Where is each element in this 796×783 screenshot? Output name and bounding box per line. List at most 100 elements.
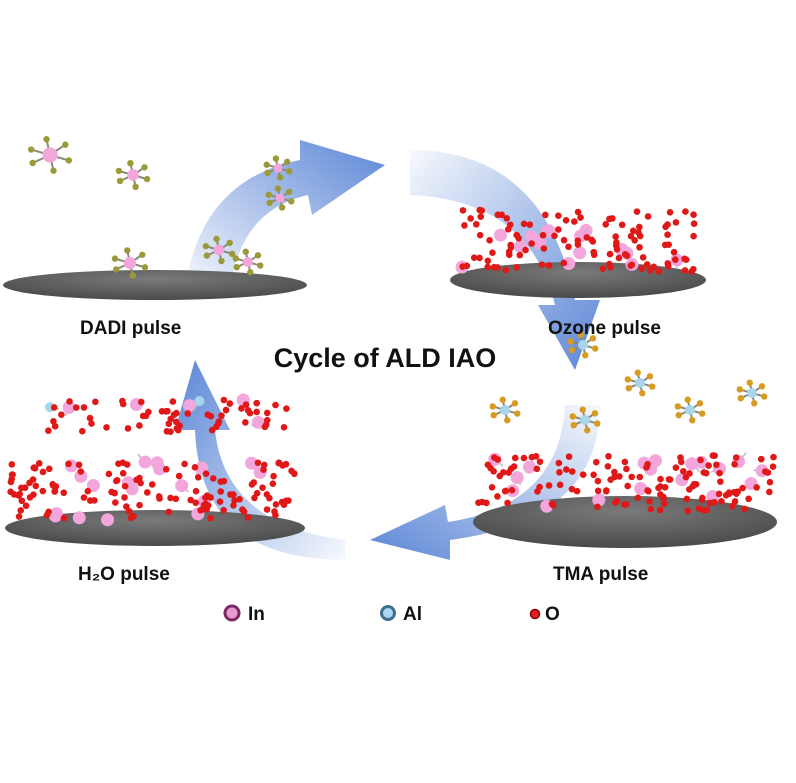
h2o-top-layer-al-atom xyxy=(194,396,205,407)
h2o-top-layer-in-atom xyxy=(183,399,197,413)
h2o-top-layer-o-atom xyxy=(50,404,58,411)
tma-film-in-atom xyxy=(522,460,536,474)
dadi-molecule-ligand-atom xyxy=(65,157,72,164)
h2o-top-layer-o-atom xyxy=(238,405,245,412)
tma-film-o-atom xyxy=(757,455,765,463)
tma-film-in-atom xyxy=(685,457,699,471)
h2o-film-o-atom xyxy=(121,494,128,501)
h2o-film-o-atom xyxy=(209,475,217,482)
h2o-film-o-atom xyxy=(272,501,280,508)
tma-molecule-ligand-atom xyxy=(591,410,599,417)
tma-film-o-atom xyxy=(766,488,773,496)
tma-molecule-ligand-atom xyxy=(737,395,744,402)
ozone-film-o-atom xyxy=(484,257,492,265)
tma-molecule-ligand-atom xyxy=(570,422,577,429)
ozone-film-o-atom xyxy=(467,215,474,222)
h2o-top-layer-o-atom xyxy=(280,423,288,431)
h2o-top-layer-in-atom xyxy=(251,415,265,429)
h2o-film-o-atom xyxy=(269,480,277,488)
h2o-film-o-atom xyxy=(202,494,209,502)
ozone-film-o-atom xyxy=(672,219,680,226)
ozone-film-o-atom xyxy=(623,252,631,260)
tma-film-o-atom xyxy=(511,454,519,462)
tma-film-o-atom xyxy=(715,490,723,498)
dadi-molecule-ligand-atom xyxy=(203,252,211,259)
h2o-top-layer-o-atom xyxy=(244,406,252,414)
ozone-film-o-atom xyxy=(486,237,493,244)
tma-film-o-atom xyxy=(490,468,497,475)
dadi-molecule-ligand-atom xyxy=(202,242,210,250)
h2o-top-layer-o-atom xyxy=(50,417,57,425)
step-label-ozone: Ozone pulse xyxy=(548,318,661,339)
h2o-film-o-atom xyxy=(260,466,267,473)
ozone-film-in-atom xyxy=(573,246,587,260)
dadi-molecule-ligand-atom xyxy=(257,262,264,269)
tma-molecule-ligand-atom xyxy=(582,352,589,359)
h2o-top-layer-o-atom xyxy=(137,398,145,406)
dadi-molecule-ligand-atom xyxy=(242,248,249,255)
tma-film-o-atom xyxy=(661,484,669,491)
ozone-film-o-atom xyxy=(606,250,614,258)
dadi-molecule-center-atom xyxy=(123,256,137,270)
ozone-film-o-atom xyxy=(461,222,468,229)
ozone-film-o-atom xyxy=(639,254,647,261)
h2o-top-layer-o-atom xyxy=(66,398,73,405)
ozone-film-o-atom xyxy=(513,263,520,271)
ozone-film-o-atom xyxy=(574,208,582,216)
h2o-top-layer-o-atom xyxy=(218,412,225,419)
tma-molecule-center-atom xyxy=(500,405,510,415)
tma-film-o-atom xyxy=(494,493,501,500)
ozone-film-o-atom xyxy=(506,221,514,229)
dadi-molecule-ligand-atom xyxy=(276,174,284,181)
h2o-film-o-atom xyxy=(230,502,237,509)
tma-molecule-ligand-atom xyxy=(594,420,601,427)
substrate-dadi xyxy=(3,270,307,300)
tma-film-o-atom xyxy=(680,467,687,475)
tma-film-o-atom xyxy=(713,461,720,469)
legend-al-marker xyxy=(380,605,396,621)
tma-molecule-ligand-atom xyxy=(746,379,753,386)
tma-film-o-atom xyxy=(579,471,587,478)
h2o-film-o-atom xyxy=(17,507,25,514)
tma-film-o-atom xyxy=(731,460,738,468)
tma-film-o-atom xyxy=(739,484,746,492)
ozone-film-o-atom xyxy=(463,262,471,270)
tma-molecule-ligand-atom xyxy=(514,410,521,417)
ozone-film-o-atom xyxy=(507,244,515,251)
tma-film-o-atom xyxy=(644,487,651,494)
ozone-film-o-atom xyxy=(522,246,529,254)
tma-film-o-atom xyxy=(684,507,692,515)
h2o-film-o-atom xyxy=(15,513,23,520)
tma-molecule-ligand-atom xyxy=(684,396,691,403)
ozone-film-o-atom xyxy=(583,234,591,241)
dadi-molecule-center-atom xyxy=(127,169,139,181)
h2o-film-o-atom xyxy=(51,487,59,495)
tma-film-o-atom xyxy=(769,463,777,471)
dadi-molecule-center-atom xyxy=(243,257,253,267)
tma-film-o-atom xyxy=(730,488,738,496)
h2o-film-o-atom xyxy=(7,478,15,486)
ozone-film-o-atom xyxy=(606,260,613,268)
tma-film-o-atom xyxy=(731,498,739,505)
ozone-film-o-atom xyxy=(494,264,501,271)
tma-film-o-atom xyxy=(621,458,629,466)
legend-o-label: O xyxy=(545,604,560,625)
tma-film-o-atom xyxy=(607,476,614,483)
ozone-film-o-atom xyxy=(477,213,485,221)
dadi-molecule-ligand-atom xyxy=(62,141,69,148)
h2o-film-o-atom xyxy=(220,477,228,485)
h2o-film-o-atom xyxy=(60,489,68,497)
h2o-film-o-atom xyxy=(259,484,266,491)
ozone-film-o-atom xyxy=(638,265,646,272)
dadi-molecule-ligand-atom xyxy=(265,191,272,198)
tma-film-o-atom xyxy=(728,502,736,510)
tma-molecule-ligand-atom xyxy=(649,383,656,390)
tma-film-o-atom xyxy=(683,495,691,503)
h2o-film-o-atom xyxy=(251,494,258,502)
h2o-film-o-atom xyxy=(108,488,115,496)
tma-film-o-atom xyxy=(692,481,700,488)
h2o-film-o-atom xyxy=(167,494,174,502)
h2o-top-layer-o-atom xyxy=(136,422,143,429)
dadi-molecule-ligand-atom xyxy=(141,164,148,171)
ozone-film-o-atom xyxy=(540,245,548,252)
